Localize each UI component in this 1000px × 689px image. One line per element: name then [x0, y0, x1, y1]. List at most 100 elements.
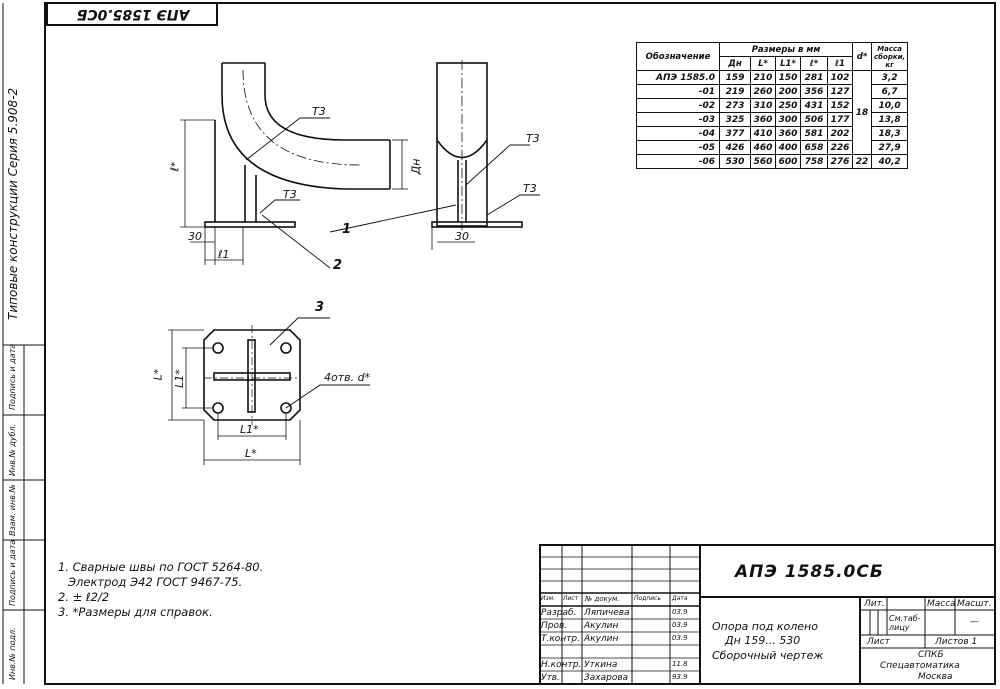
cell-mass: 6,7 [870, 84, 909, 99]
cell-l1: 226 [827, 140, 853, 155]
cell-l: 581 [800, 126, 828, 141]
tb-hdr-izm: Изм. [541, 595, 556, 602]
cell-L: 260 [750, 84, 776, 99]
cell-des: -02 [636, 98, 720, 113]
table-header-row: Обозначение Размеры в мм d* Масса сборки… [636, 42, 909, 71]
header-l1: ℓ1 [827, 56, 853, 71]
side-col-1: Подпись и дата [8, 343, 17, 410]
cell-l1: 152 [827, 98, 853, 113]
header-dims: Размеры в мм [719, 42, 853, 57]
tb-mass-val: См.таб-лицу [889, 614, 921, 632]
side-col-2: Инв.№ дубл. [8, 423, 17, 476]
cell-dn: 159 [719, 70, 751, 85]
cell-L1: 200 [775, 84, 801, 99]
table-row: -06 530 560 600 758 276 22 40,2 [636, 154, 909, 169]
header-l: ℓ* [800, 56, 828, 71]
cell-d-last: 22 [852, 154, 872, 169]
cell-dn: 530 [719, 154, 751, 169]
tb-name-3: Акулин [584, 634, 619, 644]
dimensions-table: Обозначение Размеры в мм d* Масса сборки… [636, 42, 909, 169]
cell-dn: 377 [719, 126, 751, 141]
tb-lit: Лит. [864, 599, 885, 609]
header-dn: Дн [719, 56, 751, 71]
tb-sheets: Листов 1 [935, 637, 978, 647]
cell-l: 658 [800, 140, 828, 155]
label-t3-1: Т3 [312, 105, 326, 118]
cell-L: 360 [750, 112, 776, 127]
cell-des: -04 [636, 126, 720, 141]
table-row: -02 273 310 250 431 152 10,0 [636, 98, 909, 113]
tb-scale-val: — [970, 617, 979, 627]
tb-org-3: Москва [918, 672, 953, 682]
side-view [329, 60, 540, 250]
label-pos-3: 3 [315, 300, 325, 315]
label-L-horiz: L* [245, 447, 257, 460]
cell-d-merged: 18 [852, 70, 872, 155]
tb-date-3: 03.9 [672, 634, 688, 642]
cell-mass: 40,2 [870, 154, 909, 169]
plan-view [168, 317, 370, 465]
label-L1-vert: L1* [172, 369, 186, 388]
label-pos-2: 2 [333, 258, 343, 273]
cell-L1: 600 [775, 154, 801, 169]
cell-l: 281 [800, 70, 828, 85]
cell-L: 310 [750, 98, 776, 113]
cell-L: 560 [750, 154, 776, 169]
cell-L1: 300 [775, 112, 801, 127]
cell-L1: 360 [775, 126, 801, 141]
header-d: d* [852, 42, 872, 71]
cell-mass: 10,0 [870, 98, 909, 113]
cell-des: АПЭ 1585.0 [636, 70, 720, 85]
title-block-code: АПЭ 1585.0СБ [735, 562, 884, 582]
tb-date-6: 93.9 [672, 673, 688, 681]
cell-dn: 273 [719, 98, 751, 113]
cell-L: 410 [750, 126, 776, 141]
label-t3-3: Т3 [526, 132, 540, 145]
cell-L1: 400 [775, 140, 801, 155]
cell-l1: 177 [827, 112, 853, 127]
header-mass: Масса сборки, кг [870, 42, 909, 71]
header-L: L* [750, 56, 776, 71]
title-name-3: Сборочный чертеж [712, 649, 824, 662]
tb-org-2: Спецавтоматика [880, 661, 960, 671]
cell-dn: 325 [719, 112, 751, 127]
cell-des: -01 [636, 84, 720, 99]
note-3: 3. *Размеры для справок. [58, 605, 213, 619]
label-pos-1: 1 [342, 222, 352, 237]
table-row: -01 219 260 200 356 127 6,7 [636, 84, 909, 99]
cell-mass: 13,8 [870, 112, 909, 127]
title-name-1: Опора под колено [712, 620, 818, 633]
tb-date-1: 03.9 [672, 608, 688, 616]
cell-L: 210 [750, 70, 776, 85]
note-1: 1. Сварные швы по ГОСТ 5264-80. [58, 560, 264, 574]
cell-l1: 102 [827, 70, 853, 85]
tb-sheet: Лист [867, 637, 890, 647]
cell-l: 758 [800, 154, 828, 169]
tb-hdr-date: Дата [672, 595, 688, 602]
stamp-code: АПЭ 1585.0СБ [76, 6, 190, 22]
note-2: 2. ± ℓ2/2 [58, 590, 110, 604]
cell-l1: 127 [827, 84, 853, 99]
tb-role-1: Разраб. [541, 608, 577, 618]
header-L1: L1* [775, 56, 801, 71]
tb-date-2: 03.9 [672, 621, 688, 629]
cell-L1: 250 [775, 98, 801, 113]
label-L-vert: L* [151, 368, 165, 381]
cell-l: 506 [800, 112, 828, 127]
tb-scale: Масшт. [957, 599, 992, 609]
cell-mass: 3,2 [870, 70, 909, 85]
front-view [180, 62, 408, 269]
side-col-4: Подпись и дата [8, 539, 17, 606]
tb-role-2: Пров. [541, 621, 568, 631]
cell-des: -03 [636, 112, 720, 127]
tb-role-5: Н.контр. [541, 660, 582, 670]
cell-l1: 276 [827, 154, 853, 169]
tb-name-2: Акулин [584, 621, 619, 631]
label-30a: 30 [188, 230, 202, 243]
label-l-star: ℓ* [168, 161, 182, 172]
title-name-2: Дн 159... 530 [725, 634, 801, 647]
label-dn: Дн [409, 158, 423, 175]
tb-role-3: Т.контр. [541, 634, 581, 644]
